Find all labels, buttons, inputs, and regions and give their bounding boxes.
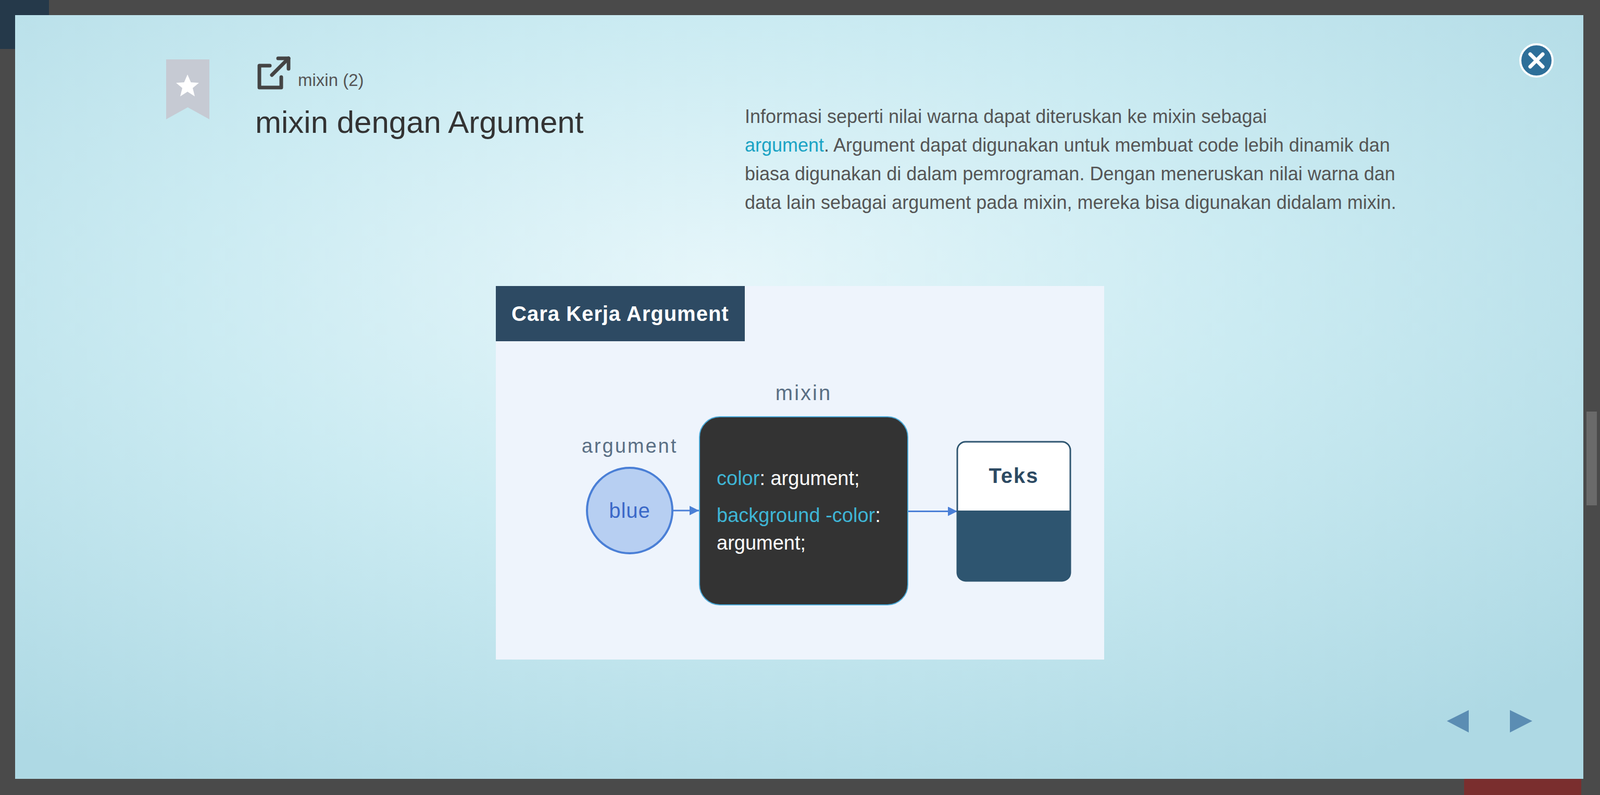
close-button [1520,44,1553,77]
scrollbar [1586,411,1597,506]
diagram-panel: Cara Kerja Argument argument blue mixin colo… [495,285,1105,660]
output-figure [956,440,1072,582]
panel-heading: Cara Kerja Argument [511,285,730,342]
output-box [957,441,1071,581]
mixin-code-box: color: argument;background -color: argum… [698,416,909,606]
argument-heading: argument [577,432,682,460]
bookmark-icon [166,59,210,120]
code-line: color: argument; [716,464,891,493]
css-property: background -color [716,504,875,527]
slide-title: mixin dengan Argument [255,104,584,141]
external-link-icon [259,58,289,88]
css-value: : argument; [759,467,860,490]
panel-header-band: Cara Kerja Argument [495,285,745,342]
circle-node: argument blue [577,427,682,555]
code-line: background -color: argument; [716,501,891,557]
close-cross [1530,54,1543,67]
paragraph-text: Informasi seperti nilai warna dapat dite… [744,102,1402,131]
css-property: color [716,467,760,490]
teks-node: Teks [956,440,1072,582]
breadcrumb-label: mixin (2) [297,70,365,91]
next-arrow [1509,709,1533,733]
prev-arrow [1446,709,1469,733]
description-paragraph: Informasi seperti nilai warna dapat dite… [744,102,1402,217]
bookmark-star [176,74,199,97]
argument-value: blue [577,466,682,555]
modal-panel [15,15,1584,779]
paragraph-text: . Argument dapat digunakan untuk membuat… [744,134,1397,214]
mixin-node: mixincolor: argument;background -color: … [698,377,909,606]
flow-arrow [672,509,699,512]
flow-arrow [908,510,958,512]
output-label: Teks [956,440,1072,511]
highlight-term: argument [744,134,824,156]
mixin-heading: mixin [698,377,909,409]
output-fill [957,510,1071,581]
